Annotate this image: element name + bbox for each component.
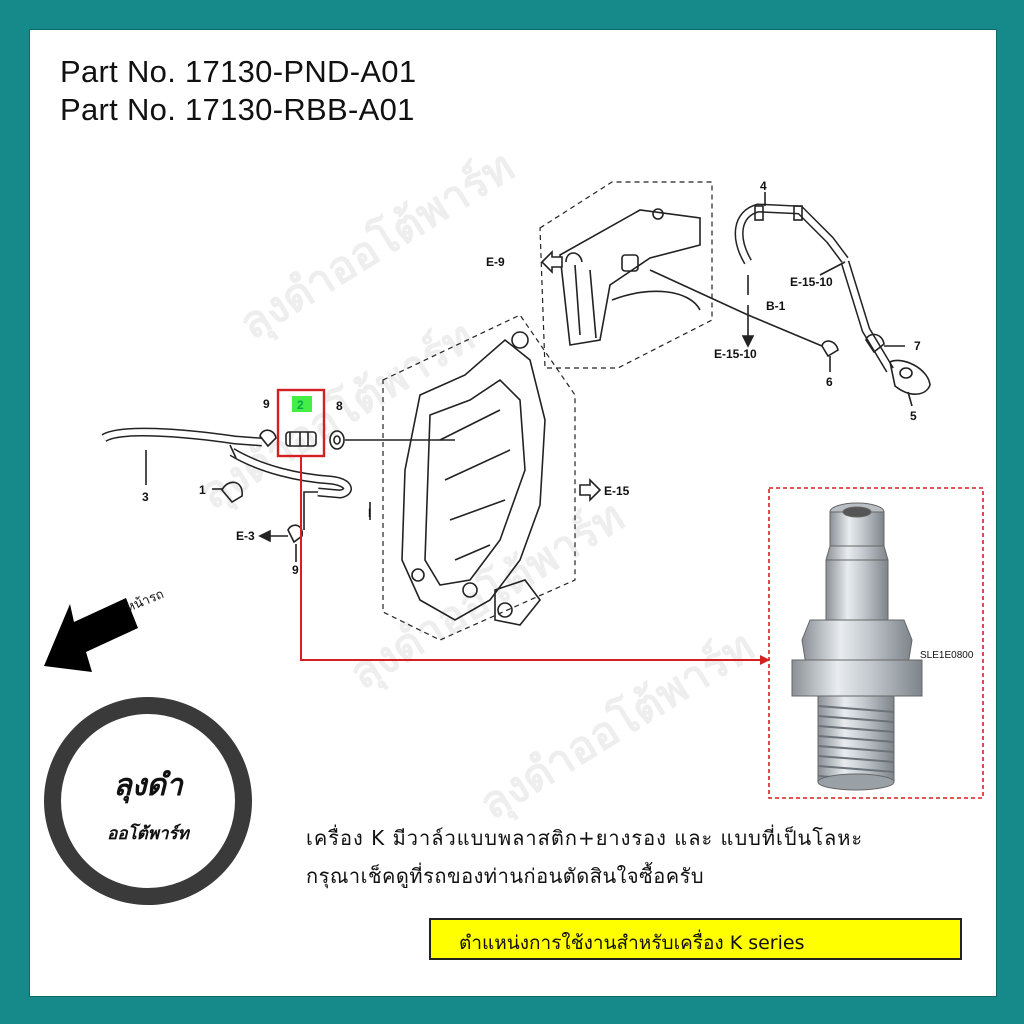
- e9-arrow: [540, 250, 563, 274]
- brand-logo: ลุงดำ ออโต้พาร์ท: [44, 697, 252, 905]
- intake-dashed-box: [539, 181, 713, 369]
- callout-2: 2: [297, 398, 304, 412]
- front-of-car-label: หน้ารถ: [124, 587, 166, 616]
- callout-1: 1: [199, 483, 206, 497]
- callout-6: 6: [826, 375, 833, 389]
- callout-9-bottom: 9: [292, 563, 299, 577]
- note-line-1: เครื่อง K มีวาล์วแบบพลาสติก+ยางรอง และ แ…: [306, 826, 864, 850]
- callout-7: 7: [914, 339, 921, 353]
- photo-part-code: SLE1E0800: [920, 650, 974, 661]
- callout-5: 5: [910, 409, 917, 423]
- engine-bracket: [401, 338, 546, 621]
- front-arrow: [44, 598, 138, 672]
- callout-e15-10-lower: E-15-10: [714, 347, 757, 361]
- callout-8: 8: [336, 399, 343, 413]
- usage-banner-text: ตำแหน่งการใช้งานสำหรับเครื่อง K series: [459, 932, 805, 954]
- block-dashed-box: [382, 314, 576, 641]
- callout-e15: E-15: [604, 484, 630, 498]
- photo-dashed-box: [768, 487, 984, 799]
- callout-e15-10-upper: E-15-10: [790, 275, 833, 289]
- callout-e3: E-3: [236, 529, 255, 543]
- pcv-valve-photo: [791, 502, 923, 791]
- usage-banner: ตำแหน่งการใช้งานสำหรับเครื่อง K series: [429, 918, 962, 960]
- e15-arrow: [579, 478, 602, 502]
- highlight-leader: [300, 456, 765, 661]
- logo-line-2: ออโต้พาร์ท: [107, 824, 189, 844]
- intake-manifold: [559, 209, 701, 346]
- part-number-2: Part No. 17130-RBB-A01: [60, 92, 415, 127]
- note-line-2: กรุณาเช็คดูที่รถของท่านก่อนตัดสินใจซื้อค…: [306, 864, 705, 888]
- callout-4: 4: [760, 179, 767, 193]
- callout-9-top: 9: [263, 397, 270, 411]
- callout-e9: E-9: [486, 255, 505, 269]
- part-number-1: Part No. 17130-PND-A01: [60, 54, 417, 89]
- callout-i: I: [368, 506, 371, 520]
- callout-b1: B-1: [766, 299, 786, 313]
- logo-line-1: ลุงดำ: [113, 768, 183, 803]
- callout-3: 3: [142, 490, 149, 504]
